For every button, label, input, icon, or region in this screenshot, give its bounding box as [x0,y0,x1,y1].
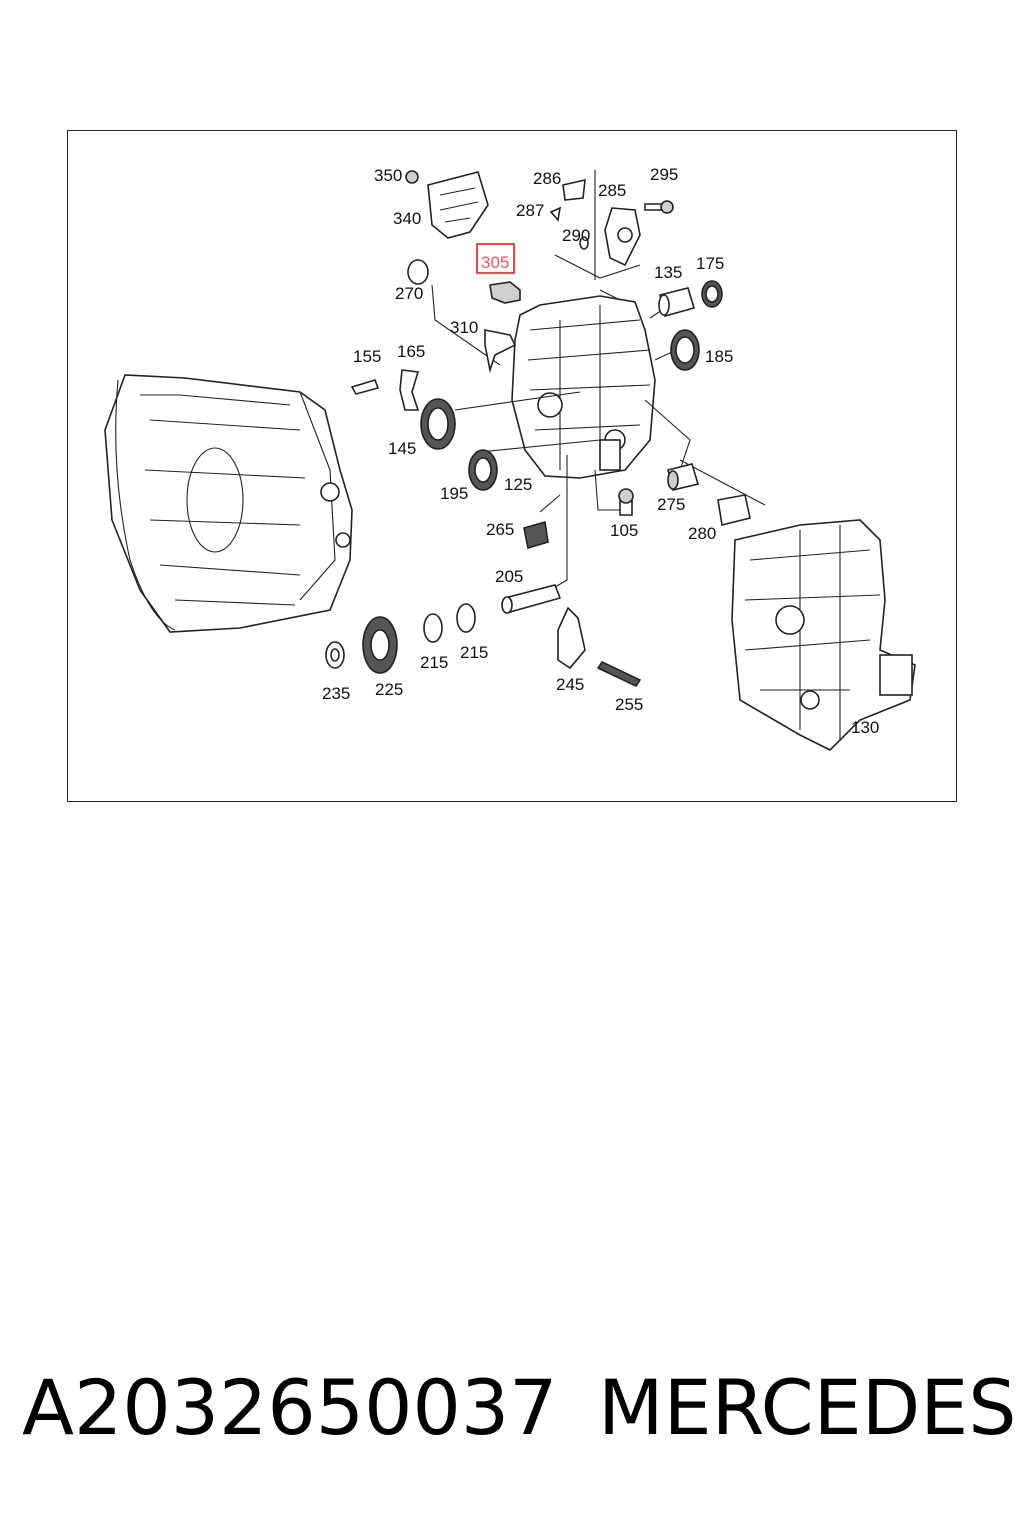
cap-270 [407,259,429,285]
lever-310 [484,329,517,374]
shaft-205 [503,584,562,613]
label-155: 155 [353,347,381,366]
label-145: 145 [388,439,416,458]
part-number: A2032650037 [22,1363,558,1452]
part-287 [549,206,562,222]
needle-bearing-215a [423,613,443,643]
label-205: 205 [495,567,523,586]
valve-body-340 [427,171,489,239]
label-286: 286 [533,169,561,188]
label-340: 340 [393,209,421,228]
needle-bearing-215b [456,603,476,633]
bushing-280 [717,494,751,526]
label-130: 130 [851,718,879,737]
label-175: 175 [696,254,724,273]
label-265: 265 [486,520,514,539]
label-280: 280 [688,524,716,543]
label-305: 305 [481,253,509,272]
label-125: 125 [504,475,532,494]
label-165: 165 [397,342,425,361]
segment-245 [557,606,586,670]
label-275: 275 [657,495,685,514]
leader-lines [431,170,766,591]
plug-305 [489,281,521,304]
plug-265 [523,520,549,550]
label-255: 255 [615,695,643,714]
brand-name: MERCEDES [598,1363,1017,1452]
bell-housing [104,374,353,633]
label-245: 245 [556,675,584,694]
label-290: 290 [562,226,590,245]
label-215a: 215 [420,653,448,672]
label-215b: 215 [460,643,488,662]
label-295: 295 [650,165,678,184]
label-310: 310 [450,318,478,337]
label-185: 185 [705,347,733,366]
label-350: 350 [374,166,402,185]
label-285: 285 [598,181,626,200]
clip-165 [399,369,420,411]
label-195: 195 [440,484,468,503]
label-235: 235 [322,684,350,703]
small-parts [325,170,751,688]
gearbox-case [511,295,691,479]
label-135: 135 [654,263,682,282]
part-286 [562,178,586,201]
highlight-box [476,243,515,274]
screw-255 [596,660,642,688]
washer-290 [579,236,589,250]
screw-155 [350,379,380,395]
callout-labels: 350 340 286 287 285 295 290 305 270 310 … [322,165,879,737]
label-225: 225 [375,680,403,699]
bolt-350 [405,170,419,184]
label-287: 287 [516,201,544,220]
label-105: 105 [610,521,638,540]
rear-housing [731,519,916,751]
label-270: 270 [395,284,423,303]
